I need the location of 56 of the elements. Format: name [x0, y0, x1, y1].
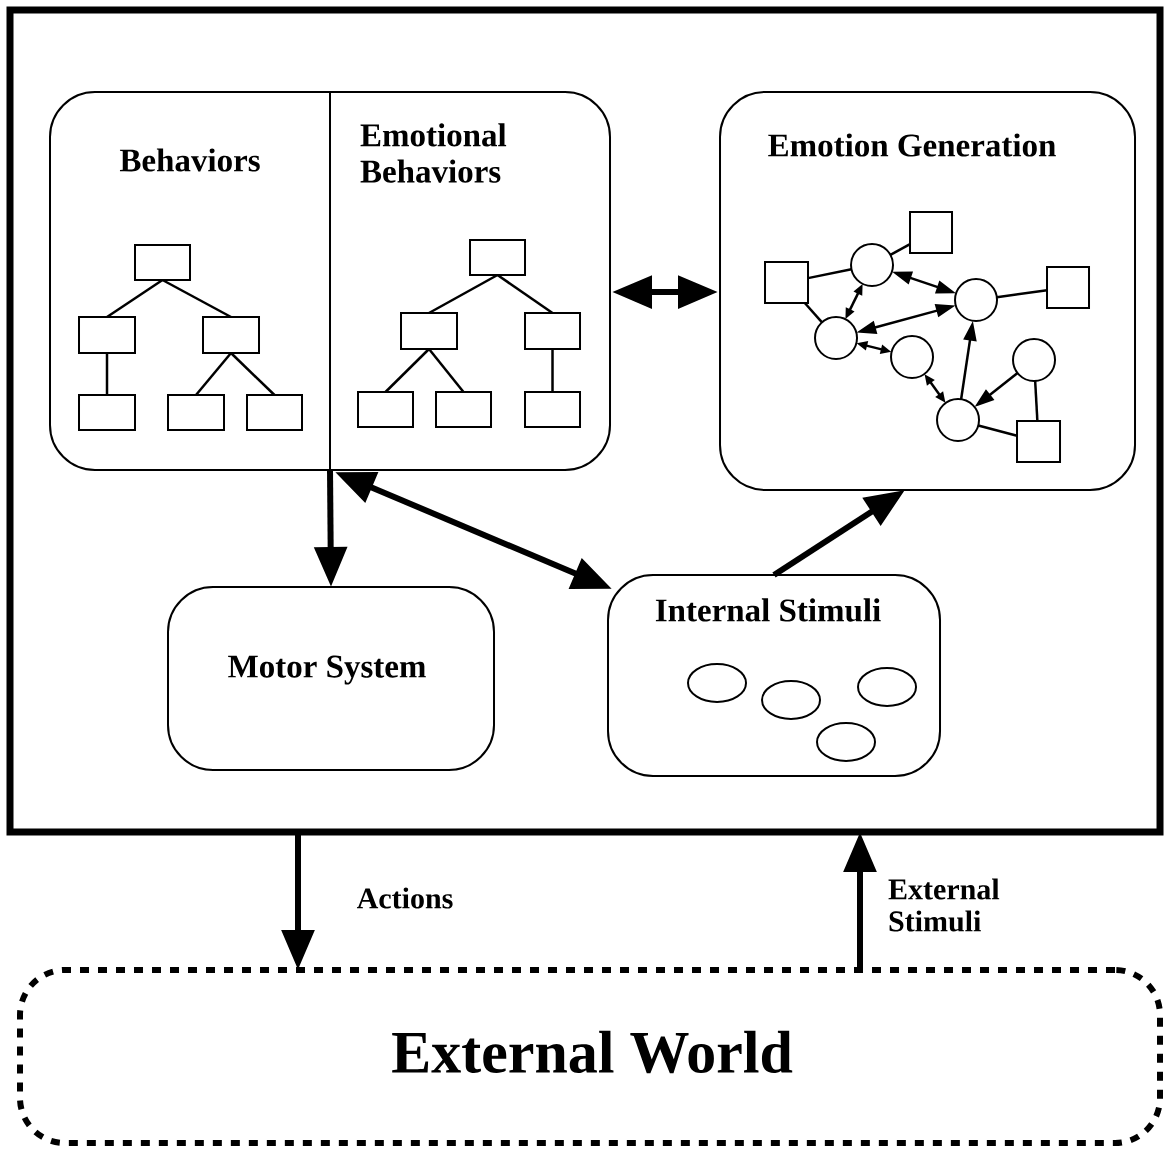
ellipse	[687, 663, 747, 703]
small-box	[357, 391, 414, 428]
small-box	[167, 394, 225, 431]
edge-label: Actions	[356, 887, 453, 909]
ellipse	[816, 722, 876, 762]
small-box	[134, 244, 191, 281]
connector-line	[161, 278, 232, 319]
panel-title: Emotion Generation	[768, 133, 1056, 157]
circle	[850, 243, 894, 287]
circle	[814, 316, 858, 360]
connector-line	[106, 278, 164, 319]
rounded-box	[719, 91, 1136, 491]
ellipse	[857, 667, 917, 707]
connector-line	[428, 273, 499, 315]
small-box	[435, 391, 492, 428]
connector-line	[105, 353, 109, 395]
panel-title: Emotional Behaviors	[360, 123, 507, 183]
connector-line	[195, 352, 232, 396]
rounded-box	[607, 574, 941, 777]
circle	[936, 398, 980, 442]
connector-line	[977, 424, 1018, 437]
rounded-box	[17, 967, 1163, 1146]
connector-line	[230, 352, 276, 396]
rounded-box	[167, 586, 495, 771]
connector-line	[996, 289, 1048, 299]
box-label: External World	[392, 1030, 793, 1074]
small-box	[909, 211, 953, 254]
ellipse	[761, 680, 821, 720]
connector-line	[807, 268, 852, 280]
small-box	[764, 261, 809, 304]
box-label: Motor System	[228, 655, 426, 685]
small-box	[1016, 420, 1061, 463]
connector-line	[1033, 380, 1039, 422]
small-box	[246, 394, 303, 431]
small-box	[469, 239, 526, 276]
connector-line	[428, 348, 465, 393]
connector-line	[496, 274, 554, 315]
connector-line	[384, 348, 430, 393]
small-box	[1046, 266, 1090, 309]
edge-label: External Stimuli	[888, 878, 1000, 932]
small-box	[524, 391, 581, 428]
connector-line	[803, 302, 823, 324]
small-box	[78, 316, 136, 354]
circle	[954, 278, 998, 322]
connector-line	[889, 242, 911, 256]
panel-title: Behaviors	[119, 148, 260, 172]
small-box	[524, 312, 581, 350]
rounded-box	[49, 91, 611, 471]
panel-title: Internal Stimuli	[655, 598, 881, 622]
small-box	[78, 394, 136, 431]
small-box	[6, 6, 1164, 836]
small-box	[202, 316, 260, 354]
connector-line	[551, 349, 554, 392]
circle	[1012, 338, 1056, 382]
small-box	[400, 312, 458, 350]
circle	[890, 335, 934, 379]
